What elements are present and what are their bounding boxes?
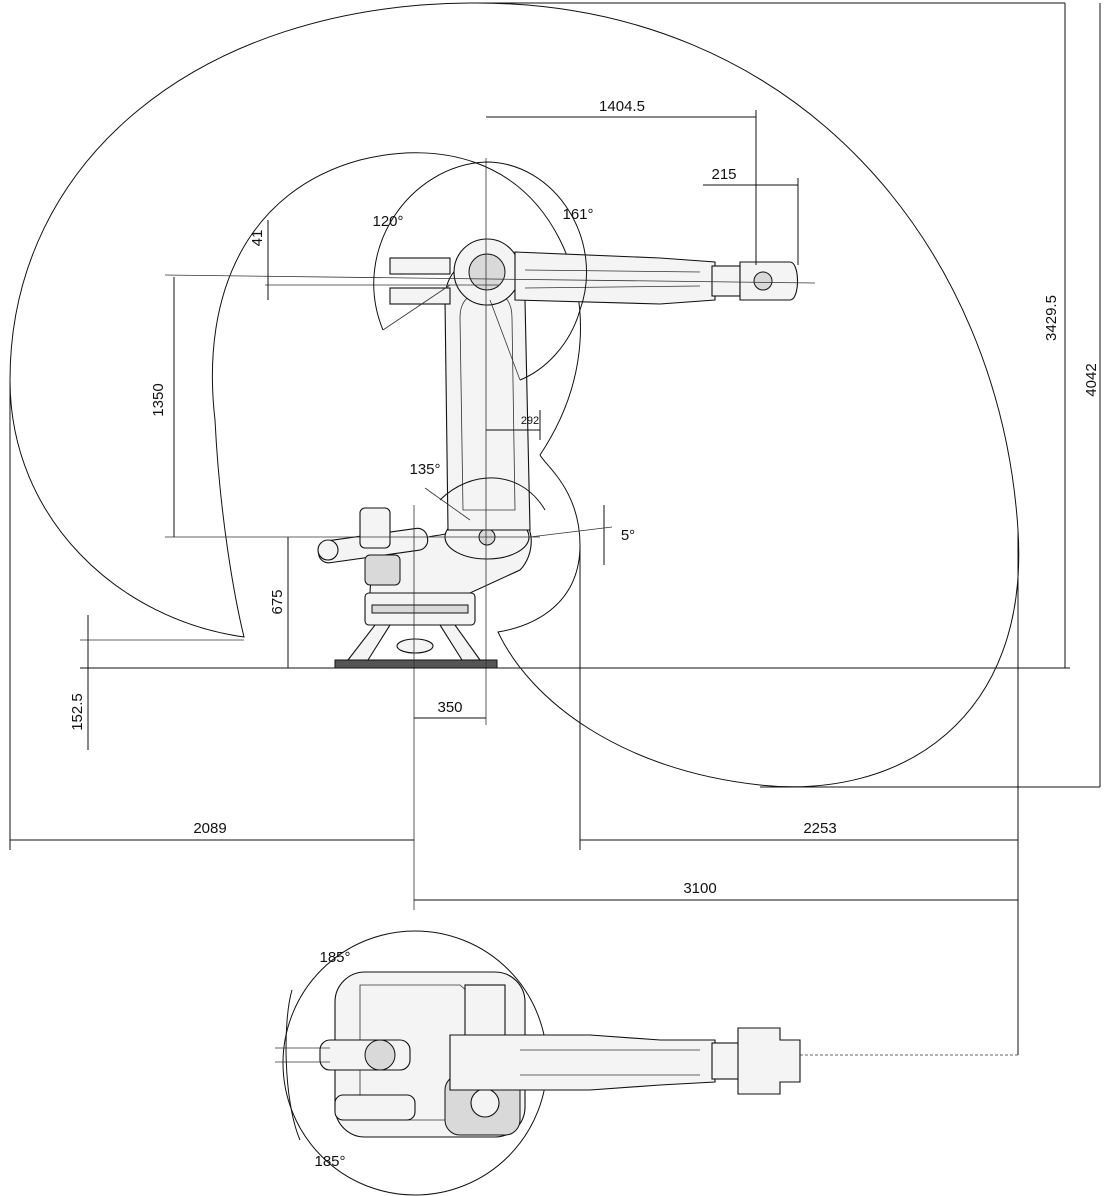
angle-a1-pos: 185°	[319, 949, 350, 966]
dim-max-reach: 3100	[683, 880, 716, 897]
angle-a3-rear: 120°	[372, 213, 403, 230]
work-envelope	[9, 2, 1020, 788]
base-center	[396, 638, 434, 654]
motor-a2	[359, 507, 391, 549]
dim-wrist-offset: 215	[711, 166, 736, 183]
dim-base-offset: 152.5	[69, 693, 86, 731]
base-plate	[334, 659, 498, 669]
top-wrist-flange	[737, 1027, 801, 1095]
a4-motor-lower	[389, 287, 451, 305]
top-motor-stack	[464, 984, 506, 1041]
top-wrist	[711, 1042, 741, 1080]
motor-a1	[364, 554, 401, 586]
dim-height-max: 4042	[1083, 363, 1100, 396]
angle-a3-front: 161°	[562, 206, 593, 223]
base-leg-left	[346, 624, 391, 661]
base-leg-right	[439, 624, 482, 661]
wrist-flange-hub	[753, 271, 773, 291]
dim-arm-offset: 292	[521, 415, 539, 427]
dim-arm-length: 1350	[150, 383, 167, 416]
angle-a2-down: 5°	[621, 527, 635, 544]
robot-top-view	[275, 930, 1018, 1196]
counterbalance-end	[317, 539, 339, 561]
top-view-angles: 185° 185°	[314, 949, 350, 1170]
a4-motor-upper	[389, 257, 451, 275]
upper-arm	[514, 251, 716, 305]
arc-a3	[373, 161, 588, 381]
turntable-ring	[371, 604, 469, 614]
angle-indicators: 120° 161° 135° 5°	[372, 161, 635, 565]
top-upper-arm	[449, 1034, 716, 1091]
dim-height-total: 3429.5	[1043, 295, 1060, 341]
arc-a1	[285, 989, 301, 1141]
wrist-a5	[711, 265, 741, 297]
arc-a2	[439, 477, 546, 511]
envelope-outer	[9, 2, 1020, 788]
joint-a3-hub	[468, 253, 506, 291]
top-a1-hub	[470, 1088, 500, 1118]
dim-reach-back: 2089	[193, 820, 226, 837]
dimensions: 1404.5 215 41 1350 292 675 152.5 350 20	[9, 2, 1101, 1055]
robot-side-view	[317, 238, 799, 669]
dim-base-height: 675	[269, 589, 286, 614]
dim-axis-offset: 41	[249, 230, 266, 247]
dim-reach-top: 1404.5	[599, 98, 645, 115]
top-a2-motor	[364, 1039, 396, 1071]
angle-a2-rear: 135°	[409, 461, 440, 478]
angle-a1-neg: 185°	[314, 1153, 345, 1170]
dim-base-x: 350	[437, 699, 462, 716]
dim-reach-front: 2253	[803, 820, 836, 837]
top-cable-motor	[334, 1094, 416, 1121]
